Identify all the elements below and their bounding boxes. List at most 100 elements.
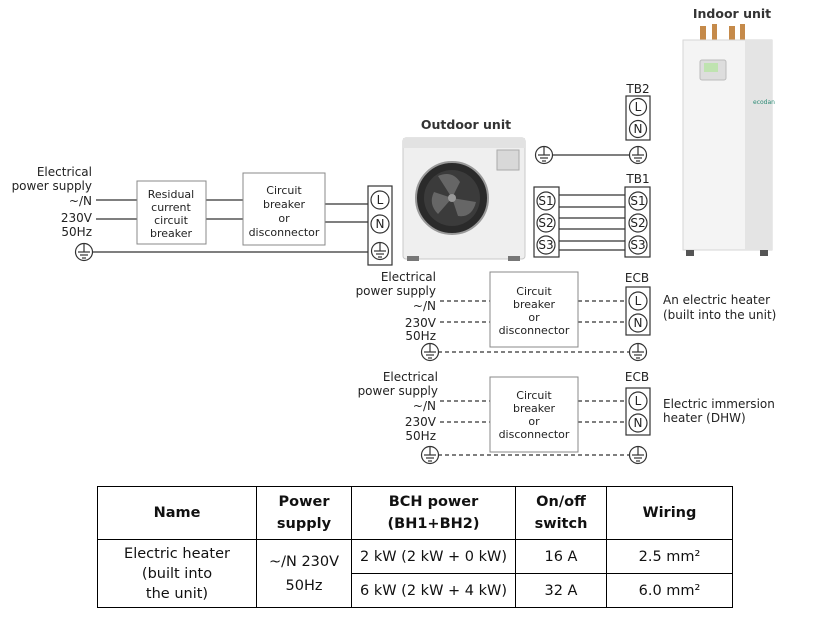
tb2-label: TB2 [625,82,649,96]
main-supply-voltage: 230V [61,211,93,225]
cb2-label-3: or [528,311,540,324]
outdoor-s-terminals: S1 S2 S3 [533,186,560,258]
table-header-row: Name Power supply BCH power (BH1+BH2) On… [97,486,733,540]
heater-desc-2: (built into the unit) [663,308,776,322]
tb2-earth-right-icon [628,145,648,165]
cell-bch-power-2: 6 kW (2 kW + 4 kW) [351,573,516,608]
main-supply-phase: ~/N [69,194,92,208]
tb2-terminal-N: N [634,122,643,136]
supply2-phase: ~/N [413,299,436,313]
immersion-desc-1: Electric immersion [663,397,775,411]
col-header-name: Name [97,486,257,540]
col-header-power-supply-1: Power [278,494,330,510]
ecb1-label: ECB [625,271,649,285]
heater-spec-table: Name Power supply BCH power (BH1+BH2) On… [97,486,733,608]
heater-desc-1: An electric heater [663,293,770,307]
outdoor-terminal-S1: S1 [538,194,553,208]
col-header-bch-power-2: (BH1+BH2) [387,516,480,532]
supply3-frequency: 50Hz [405,429,436,443]
main-earth-icon [74,242,94,262]
cell-name-3: the unit) [145,585,209,602]
tb1-terminal-block: S1 S2 S3 [624,186,651,258]
outdoor-terminal-block: L N [367,185,393,266]
tb2-terminal-block: TB2 L N [625,82,651,141]
cell-name-1: Electric heater [124,545,230,562]
main-power-supply: Electrical power supply ~/N 230V 50Hz [12,165,93,239]
rcd-label-4: breaker [150,227,193,240]
supply3-earth-left-icon [420,445,440,465]
main-supply-label-1: Electrical [37,165,92,179]
cb3-label-1: Circuit [516,389,552,402]
cell-name: Electric heater (built into the unit) [97,539,257,608]
ecb2-terminal-L: L [635,394,642,408]
tb1-terminal-S1: S1 [630,194,645,208]
outdoor-earth-icon [370,241,390,261]
immersion-circuit-breaker-box: Circuit breaker or disconnector [489,376,579,453]
rcd-label-1: Residual [148,188,194,201]
col-header-power-supply: Power supply [256,486,352,540]
col-header-bch-power: BCH power (BH1+BH2) [351,486,516,540]
cell-switch-1: 16 A [515,539,607,574]
indoor-unit-label: Indoor unit [693,6,771,21]
col-header-power-supply-2: supply [276,516,332,532]
main-supply-frequency: 50Hz [61,225,92,239]
main-circuit-breaker-box: Circuit breaker or disconnector [242,172,326,246]
cb3-label-2: breaker [513,402,556,415]
cb2-label-2: breaker [513,298,556,311]
table-row: 6 kW (2 kW + 4 kW) 32 A 6.0 mm² [98,573,733,608]
cell-wiring-2: 6.0 mm² [606,573,733,608]
outdoor-terminal-L: L [377,193,384,207]
col-header-on-off-switch: On/off switch [515,486,607,540]
rcd-label-2: current [151,201,191,214]
ecb1-terminal-L: L [635,294,642,308]
cb1-label-3: or [278,212,290,225]
cell-wiring-1: 2.5 mm² [606,539,733,574]
supply2-earth-left-icon [420,342,440,362]
cb1-label-2: breaker [263,198,306,211]
table-row: Electric heater (built into the unit) ~/… [97,539,733,608]
cb1-label-4: disconnector [249,226,320,239]
supply3-label-2: power supply [358,384,438,398]
cb1-label-1: Circuit [266,184,302,197]
supply3-phase: ~/N [413,399,436,413]
ecb2-label: ECB [625,370,649,384]
tb1-terminal-S2: S2 [630,216,645,230]
col-header-switch-1: On/off [536,494,586,510]
outdoor-terminal-N: N [376,217,385,231]
indoor-unit: Indoor unit ecodan [682,6,775,256]
tb2-earth-left-icon [534,145,554,165]
main-supply-label-2: power supply [12,179,92,193]
col-header-wiring: Wiring [606,486,733,540]
cb2-label-1: Circuit [516,285,552,298]
tb2-terminal-L: L [635,100,642,114]
cell-bch-power-1: 2 kW (2 kW + 0 kW) [351,539,516,574]
col-header-switch-2: switch [534,516,588,532]
cb3-label-3: or [528,415,540,428]
cb2-label-4: disconnector [499,324,570,337]
supply2-voltage: 230V [405,316,437,330]
cb3-label-4: disconnector [499,428,570,441]
cell-switch-2: 32 A [515,573,607,608]
heater-circuit-breaker-box: Circuit breaker or disconnector [489,271,579,348]
brand-logo: ecodan [753,99,775,106]
cell-power-supply-1: ~/N 230V [268,553,340,570]
outdoor-unit-label: Outdoor unit [421,117,511,132]
outdoor-unit: Outdoor unit [402,117,526,261]
ecb1-terminal-N: N [634,316,643,330]
ecb2-terminal-N: N [634,416,643,430]
outdoor-terminal-S3: S3 [538,238,553,252]
supply3-voltage: 230V [405,415,437,429]
cell-name-2: (built into [141,565,213,582]
supply2-label-2: power supply [356,284,436,298]
rcd-box: Residual current circuit breaker [136,180,207,245]
cell-power-supply-2: 50Hz [285,577,323,594]
ecb-heater-terminal-block: ECB L N [625,271,651,336]
immersion-desc-2: heater (DHW) [663,411,746,425]
heater-power-supply: Electrical power supply ~/N 230V 50Hz [356,270,437,343]
supply2-earth-right-icon [628,342,648,362]
rcd-label-3: circuit [154,214,188,227]
tb1-terminal-S3: S3 [630,238,645,252]
outdoor-terminal-S2: S2 [538,216,553,230]
immersion-power-supply: Electrical power supply ~/N 230V 50Hz [358,370,438,443]
